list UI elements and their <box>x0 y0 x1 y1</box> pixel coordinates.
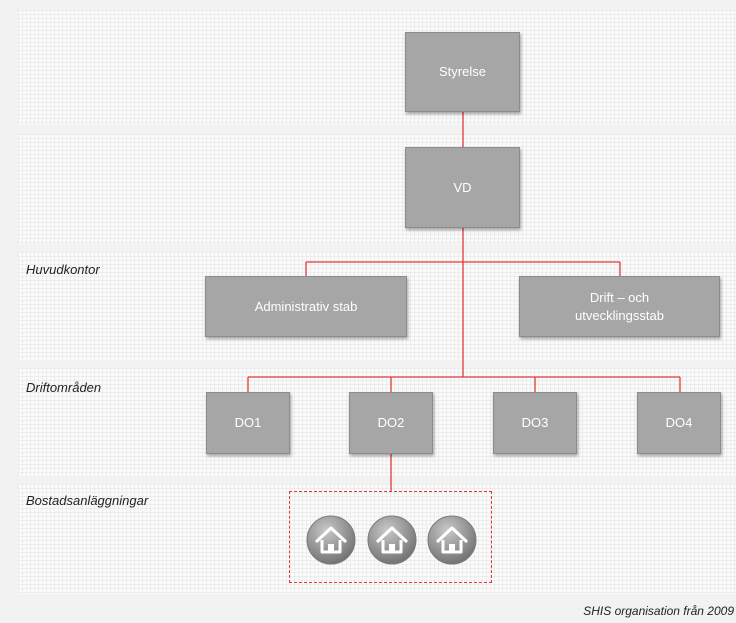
section-label-huvudkontor: Huvudkontor <box>26 262 100 277</box>
caption: SHIS organisation från 2009 <box>583 604 734 618</box>
node-do2: DO2 <box>349 392 433 454</box>
node-drift-label-line2: utvecklingsstab <box>575 307 664 323</box>
house-icon <box>427 515 477 565</box>
bostadsanlaggningar-group <box>289 491 492 583</box>
level-band-bostadsanlaggningar <box>18 484 736 594</box>
level-band-ceo <box>18 134 736 244</box>
node-do4-label: DO4 <box>665 415 693 431</box>
node-do3: DO3 <box>493 392 577 454</box>
section-label-driftomraden: Driftområden <box>26 380 102 395</box>
house-icon <box>367 515 417 565</box>
node-do2-label: DO2 <box>377 415 405 431</box>
node-drift-och-utvecklingsstab: Drift – och utvecklingsstab <box>519 276 720 337</box>
section-label-bostadsanlaggningar: Bostadsanläggningar <box>26 493 149 508</box>
node-do3-label: DO3 <box>521 415 549 431</box>
node-vd-label: VD <box>453 179 472 195</box>
house-icon <box>306 515 356 565</box>
node-styrelse: Styrelse <box>405 32 520 112</box>
level-band-board <box>18 10 736 125</box>
node-administrativ-stab-label: Administrativ stab <box>254 298 358 314</box>
node-do1-label: DO1 <box>234 415 262 431</box>
node-administrativ-stab: Administrativ stab <box>205 276 407 337</box>
node-styrelse-label: Styrelse <box>439 64 486 80</box>
node-vd: VD <box>405 147 520 228</box>
node-do4: DO4 <box>637 392 721 454</box>
node-do1: DO1 <box>206 392 290 454</box>
node-drift-label-line1: Drift – och <box>589 289 650 305</box>
level-band-driftomraden <box>18 368 736 476</box>
